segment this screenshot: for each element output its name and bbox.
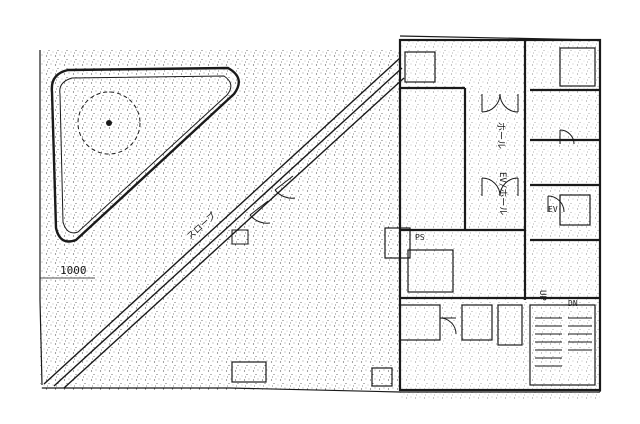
round-table-icon (77, 91, 141, 155)
ramp-door-icons (231, 175, 296, 245)
corridor-label: EV/ホール (497, 172, 508, 215)
elevator-hall-label: EV (548, 205, 558, 214)
stair-up-label: UP (537, 290, 547, 301)
diagonal-ramp (43, 57, 405, 389)
dimension-line (39, 272, 95, 284)
triangular-planter-inner (59, 75, 232, 234)
lobby-label: ホール (495, 122, 506, 149)
stair-down-label: DN (568, 299, 578, 308)
pipe-shaft-label: PS (415, 233, 425, 242)
dimension-label: 1000 (60, 264, 87, 277)
stair-treads-icon (535, 317, 592, 367)
room-partitions (231, 47, 596, 387)
triangular-planter (50, 66, 240, 243)
terrain-texture (40, 40, 600, 400)
door-icons (439, 93, 575, 335)
building-walls (398, 38, 602, 392)
